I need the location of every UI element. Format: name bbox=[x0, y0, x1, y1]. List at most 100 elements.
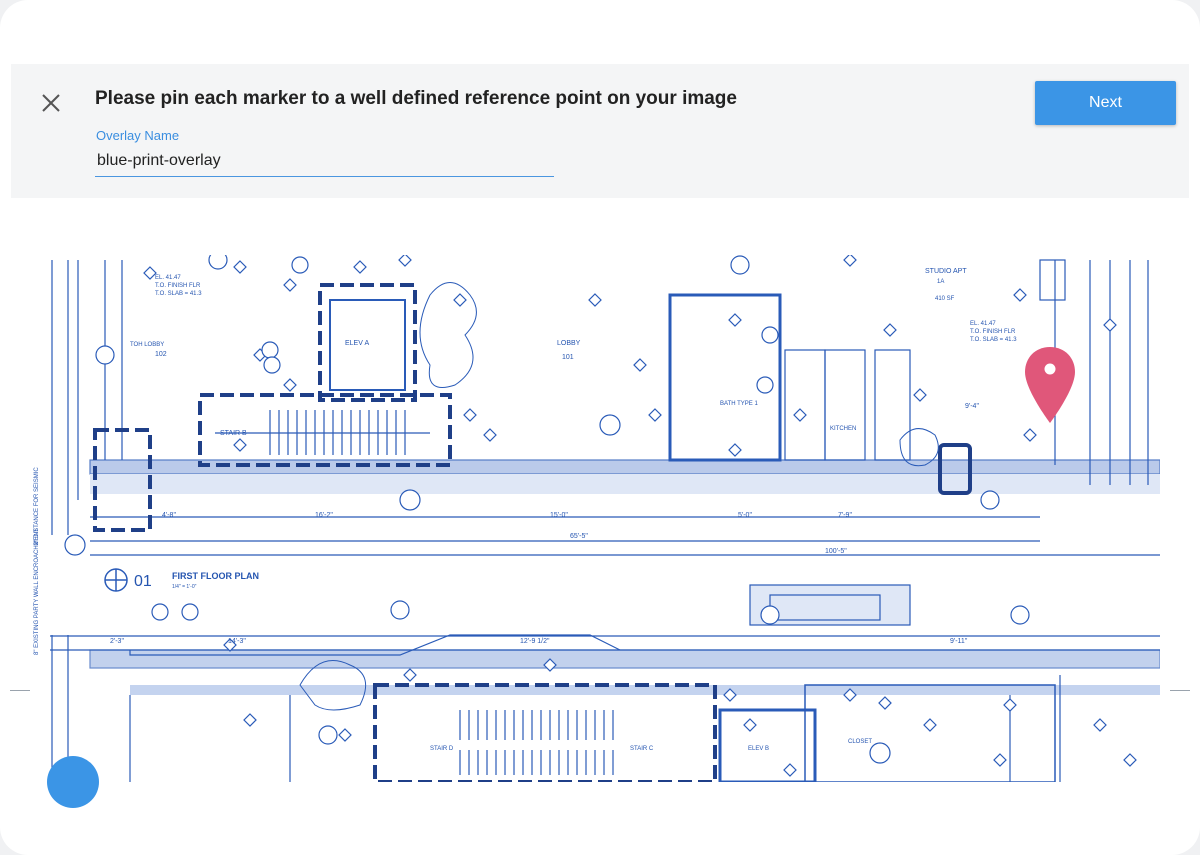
reference-diamond bbox=[1023, 428, 1037, 442]
elevation-note-1: EL. 41.47 bbox=[155, 275, 181, 281]
elevation-note-4: EL. 41.47 bbox=[970, 321, 996, 327]
reference-diamond bbox=[283, 278, 297, 292]
reference-diamond bbox=[913, 388, 927, 402]
reference-circle bbox=[291, 256, 309, 274]
reference-diamond bbox=[1003, 698, 1017, 712]
room-number-1a: 1A bbox=[937, 279, 944, 285]
room-label-toh-lobby: TOH LOBBY bbox=[130, 342, 164, 348]
room-label-kitchen: KITCHEN bbox=[830, 426, 856, 432]
room-label-stair-b: STAIR B bbox=[220, 430, 247, 437]
dimension-segment-8: 4'-8" bbox=[162, 512, 176, 519]
reference-circle bbox=[761, 326, 779, 344]
blueprint-image[interactable]: ELEV A STAIR B LOBBY 101 TOH LOBBY 102 K… bbox=[30, 255, 1160, 782]
reference-diamond bbox=[233, 260, 247, 274]
dimension-segment-3: 14'-3" bbox=[228, 638, 246, 645]
reference-circle bbox=[760, 605, 780, 625]
reference-circle bbox=[390, 600, 410, 620]
reference-circle bbox=[263, 356, 281, 374]
reference-circle bbox=[318, 725, 338, 745]
dimension-segment-7: 2'-3" bbox=[110, 638, 124, 645]
reference-circle bbox=[208, 255, 228, 270]
room-label-elev-a: ELEV A bbox=[345, 340, 369, 347]
reference-diamond bbox=[923, 718, 937, 732]
side-note-seismic: 2" DISTANCE FOR SEISMIC bbox=[34, 467, 40, 545]
reference-diamond bbox=[843, 255, 857, 267]
reference-diamond bbox=[338, 728, 352, 742]
overlay-name-label: Overlay Name bbox=[96, 128, 180, 143]
reference-diamond bbox=[728, 443, 742, 457]
reference-diamond bbox=[543, 658, 557, 672]
room-area: 410 SF bbox=[935, 296, 955, 302]
reference-circle bbox=[980, 490, 1000, 510]
reference-diamond bbox=[793, 408, 807, 422]
room-label-closet: CLOSET bbox=[848, 739, 872, 745]
reference-diamond bbox=[463, 408, 477, 422]
elevation-note-5: T.O. FINISH FLR bbox=[970, 329, 1016, 335]
reference-circle bbox=[181, 603, 199, 621]
reference-diamond bbox=[648, 408, 662, 422]
room-label-elev-b: ELEV B bbox=[748, 746, 769, 752]
reference-diamond bbox=[1093, 718, 1107, 732]
next-button[interactable]: Next bbox=[1035, 81, 1176, 125]
dimension-overall-1: 65'-5" bbox=[570, 533, 588, 540]
reference-diamond bbox=[783, 763, 797, 777]
room-label-bath: BATH TYPE 1 bbox=[720, 401, 758, 407]
reference-diamond bbox=[633, 358, 647, 372]
reference-diamond bbox=[883, 323, 897, 337]
reference-diamond bbox=[223, 638, 237, 652]
reference-diamond bbox=[843, 688, 857, 702]
elevation-note-6: T.O. SLAB = 41.3 bbox=[970, 337, 1017, 343]
reference-diamond bbox=[353, 260, 367, 274]
dimension-segment-5: 7'-9" bbox=[838, 512, 852, 519]
reference-diamond bbox=[143, 266, 157, 280]
reference-diamond bbox=[483, 428, 497, 442]
dialog-header: Please pin each marker to a well defined… bbox=[11, 64, 1189, 198]
map-pin-icon[interactable] bbox=[1023, 345, 1077, 425]
reference-diamond bbox=[743, 718, 757, 732]
plan-north-symbol bbox=[104, 568, 128, 592]
reference-diamond bbox=[588, 293, 602, 307]
room-number-101: 101 bbox=[562, 354, 574, 361]
reference-circle bbox=[261, 341, 279, 359]
room-label-lobby: LOBBY bbox=[557, 340, 581, 347]
close-icon[interactable] bbox=[39, 91, 63, 115]
side-note-party-wall: 8" EXISTING PARTY WALL ENCROACHMENT bbox=[34, 528, 40, 655]
dimension-segment-6: 5'-0" bbox=[738, 512, 752, 519]
reference-diamond bbox=[398, 255, 412, 267]
elevation-note-3: T.O. SLAB = 41.3 bbox=[155, 291, 202, 297]
room-label-stair-d: STAIR D bbox=[430, 746, 454, 752]
reference-diamond bbox=[878, 696, 892, 710]
reference-circle bbox=[730, 255, 750, 275]
overlay-name-input[interactable] bbox=[95, 145, 554, 177]
reference-diamond bbox=[453, 293, 467, 307]
dimension-segment-1: 15'-0" bbox=[550, 512, 568, 519]
reference-diamond bbox=[233, 438, 247, 452]
reference-diamond bbox=[1013, 288, 1027, 302]
room-label-studio: STUDIO APT bbox=[925, 268, 967, 275]
help-button[interactable] bbox=[47, 756, 99, 808]
reference-diamond bbox=[243, 713, 257, 727]
reference-circle bbox=[1010, 605, 1030, 625]
elevation-note-2: T.O. FINISH FLR bbox=[155, 283, 201, 289]
dimension-segment-10: 9'-11" bbox=[950, 638, 968, 645]
dialog-title: Please pin each marker to a well defined… bbox=[95, 88, 737, 109]
plan-number: 01 bbox=[134, 573, 152, 590]
blueprint-drawing: ELEV A STAIR B LOBBY 101 TOH LOBBY 102 K… bbox=[34, 255, 1160, 782]
reference-circle bbox=[869, 742, 891, 764]
plan-title: FIRST FLOOR PLAN bbox=[172, 571, 259, 581]
dimension-segment-4: 12'-9 1/2" bbox=[520, 638, 550, 645]
dimension-segment-9: 9'-4" bbox=[965, 403, 979, 410]
reference-diamond bbox=[728, 313, 742, 327]
divider-right bbox=[1170, 690, 1190, 691]
reference-circle bbox=[64, 534, 86, 556]
reference-circle bbox=[599, 414, 621, 436]
divider-left bbox=[10, 690, 30, 691]
room-number-102: 102 bbox=[155, 351, 167, 358]
reference-diamond bbox=[1123, 753, 1137, 767]
reference-diamond bbox=[993, 753, 1007, 767]
plan-scale: 1/4" = 1'-0" bbox=[172, 584, 197, 590]
room-label-stair-c: STAIR C bbox=[630, 746, 654, 752]
reference-diamond bbox=[403, 668, 417, 682]
dimension-segment-2: 16'-2" bbox=[315, 512, 333, 519]
